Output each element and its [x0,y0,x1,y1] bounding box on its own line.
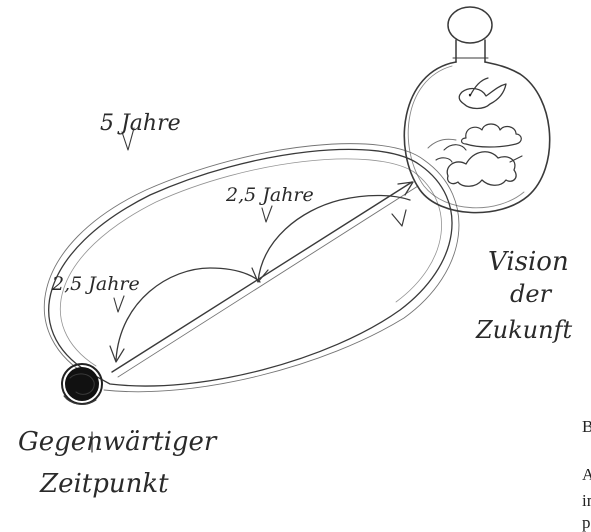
bottle-icon [404,7,549,213]
half-arcs [110,195,410,362]
label-five-years: 5 Jahre [100,111,181,136]
label-present-line1: Gegenwärtiger [18,427,218,457]
label-vision-line1: Vision [488,247,569,277]
cutoff-text-4: p [582,514,591,531]
cloud-icon [462,124,522,147]
cutoff-text-1: B [582,418,591,435]
label-vision-line3: Zukunft [475,316,572,344]
label-two-half-years-lower: 2,5 Jahre [51,273,140,295]
cutoff-text-2: A [582,466,591,483]
label-two-half-years-upper: 2,5 Jahre [225,184,314,206]
cutoff-text-3: in [582,492,591,509]
direct-path [112,182,418,377]
label-vision-line2: der [510,280,553,308]
label-present-line2: Zeitpunkt [39,469,169,499]
bird-icon [459,78,506,109]
